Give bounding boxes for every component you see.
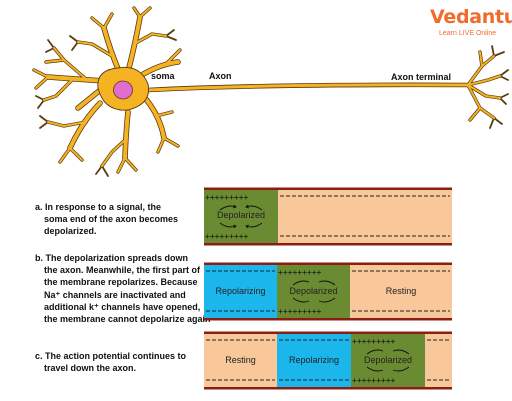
svg-text:+++++++++: +++++++++ [205, 232, 249, 241]
step-c-line: c. The action potential continues to [35, 351, 187, 361]
step-b-line: Na⁺ channels are inactivated and [44, 289, 186, 300]
axon-band-c: ++++++++++++++++++ Resting Repolarizing … [204, 330, 452, 391]
step-a-line: a. In response to a signal, the [35, 202, 162, 212]
zone-label-depolarized: Depolarized [363, 355, 413, 365]
step-b-line: b. The depolarization spreads down [35, 253, 189, 263]
axon-band-b-art: +++++++++ +++++++++ [204, 262, 452, 321]
step-a-line: soma end of the axon becomes [44, 214, 179, 225]
zone-label-depolarized: Depolarized [289, 286, 338, 296]
zone-label-resting: Resting [385, 286, 417, 296]
brand-name: Vedantu [430, 6, 512, 28]
svg-text:+++++++++: +++++++++ [352, 376, 396, 385]
step-b-line: the axon. Meanwhile, the first part of [44, 265, 201, 276]
step-c-line: travel down the axon. [44, 363, 137, 374]
step-a-line: depolarized. [44, 226, 97, 237]
axon-band-a-art: +++++++++ +++++++++ [204, 187, 452, 246]
brand-tagline: Learn LIVE Online [439, 30, 497, 37]
step-a: a. In response to a signal, the soma end… [35, 201, 178, 238]
neuron-illustration [32, 6, 509, 177]
soma-label: soma [151, 71, 175, 81]
axon-terminal-label: Axon terminal [391, 72, 452, 82]
zone-label-repolarizing: Repolarizing [215, 286, 266, 296]
svg-text:+++++++++: +++++++++ [352, 337, 396, 346]
axon-band-c-art: +++++++++ +++++++++ [204, 331, 452, 390]
step-c: c. The action potential continues to tra… [35, 350, 186, 374]
vedantu-logo: Vedantu Learn LIVE Online [430, 6, 512, 40]
step-b-line: the membrane repolarizes. Because [44, 277, 198, 288]
zone-label-resting: Resting [225, 355, 256, 365]
svg-text:+++++++++: +++++++++ [205, 193, 249, 202]
step-b-line: additional k⁺ channels have opened, [44, 301, 201, 312]
axon-band-a: +++++++++ +++++++++ Depolarized [204, 186, 452, 247]
svg-text:+++++++++: +++++++++ [278, 307, 322, 316]
axon-band-b: +++++++++ +++++++++ Repolarizing Depolari… [204, 261, 452, 322]
zone-label-depolarized: Depolarized [216, 210, 266, 220]
step-b-line: the membrane cannot depolarize again [44, 314, 211, 325]
step-b: b. The depolarization spreads down the a… [35, 252, 211, 325]
svg-text:+++++++++: +++++++++ [278, 268, 322, 277]
zone-label-repolarizing: Repolarizing [288, 355, 340, 365]
axon-label: Axon [209, 71, 232, 81]
